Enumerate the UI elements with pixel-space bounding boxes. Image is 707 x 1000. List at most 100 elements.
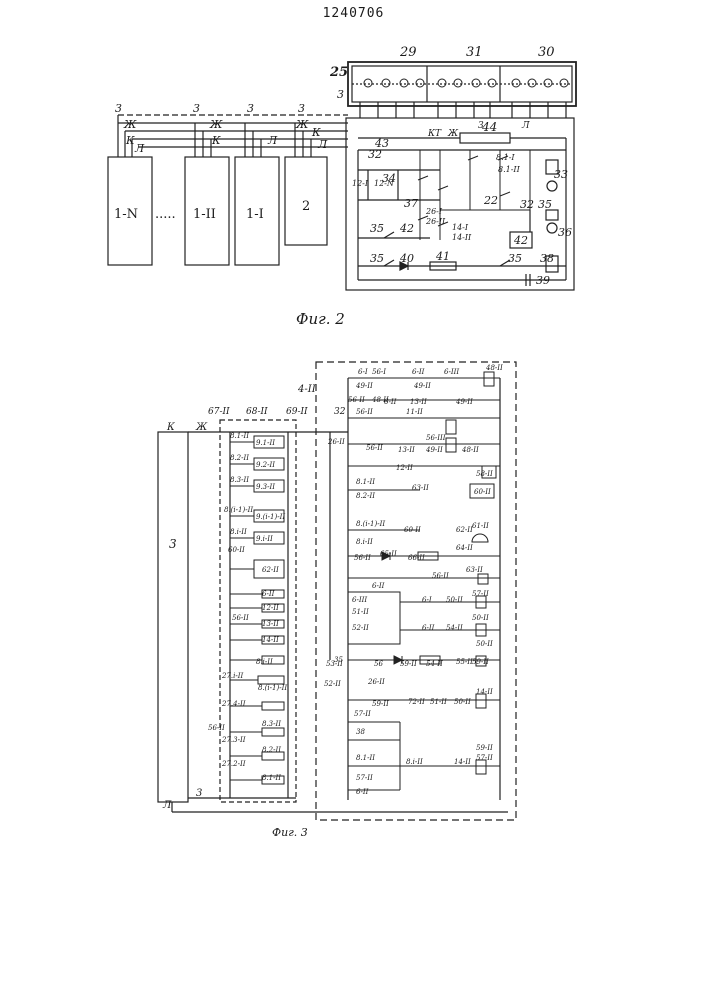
- component-label: 59-II: [372, 700, 389, 708]
- component-label: 14-II: [476, 688, 493, 696]
- label-40: 40: [399, 252, 414, 265]
- component-label: 13-II: [398, 446, 415, 454]
- relay-44: [460, 133, 510, 143]
- component-label: 50-II: [446, 596, 463, 604]
- component-label: 8.1-II: [356, 478, 375, 486]
- panel-label: 29: [399, 45, 417, 60]
- component-label: 6-III: [352, 596, 367, 604]
- component-label: 8.i-II: [230, 528, 247, 536]
- label-38: 38: [540, 252, 554, 265]
- component-label: 8.2-II: [262, 746, 281, 754]
- component-label: 58-II: [476, 470, 493, 478]
- component-label: 63-II: [466, 566, 483, 574]
- component-label: 56-II: [354, 554, 371, 562]
- wire-letter: Ж: [295, 118, 309, 131]
- label-42b: 42: [513, 234, 528, 247]
- component-label: 50-II: [476, 640, 493, 648]
- component-label: 8.1-II: [230, 432, 249, 440]
- component-label: 57-II: [472, 590, 489, 598]
- component-label: 38: [356, 728, 365, 736]
- component-label: 27.3-II: [221, 736, 246, 744]
- bus-label: 3: [247, 102, 254, 115]
- component-label: 59-II: [400, 660, 417, 668]
- component-label: 8.i-II: [256, 658, 273, 666]
- component-label: 56-II: [366, 444, 383, 452]
- label-33: 33: [554, 168, 568, 181]
- component-label: 8.2-II: [356, 492, 375, 500]
- section-4-II-frame: [316, 362, 516, 820]
- component-label: 51-II: [430, 698, 447, 706]
- terminal-label: 3: [196, 788, 202, 799]
- component-label: 49-II: [413, 382, 431, 390]
- component-label: 64-II: [456, 544, 473, 552]
- component-label: 27.i-II: [221, 672, 244, 680]
- component-label: 48-II: [371, 396, 389, 404]
- component-label: 6-II: [372, 582, 385, 590]
- top-label: 69-II: [286, 407, 308, 417]
- component-label: 35: [334, 656, 343, 664]
- component-label: 8.i-II: [406, 758, 423, 766]
- block-label: 1-II: [193, 207, 216, 222]
- label-Zh: Ж: [447, 129, 459, 139]
- label-35b: 35: [370, 252, 384, 265]
- component-label: 60-II: [404, 526, 421, 534]
- component-label: 6-I: [422, 596, 432, 604]
- label-26-I: 26-I: [425, 207, 443, 216]
- panel-label: 31: [466, 45, 483, 60]
- component-label: 55-II: [456, 658, 473, 666]
- component-label: 61-II: [472, 522, 489, 530]
- component-label: 56-II: [208, 724, 225, 732]
- bus-label: 3: [193, 102, 200, 115]
- component-label: 6-II: [384, 398, 397, 406]
- wire-letter: К: [211, 134, 221, 147]
- top-label: 32: [334, 407, 346, 417]
- left-elements: [230, 436, 284, 784]
- wire-letter: Л: [267, 134, 278, 147]
- top-label: 68-II: [246, 407, 268, 417]
- component-label: 56-II: [232, 614, 249, 622]
- component-label: 62-II: [262, 566, 279, 574]
- component-label: 49-II: [355, 382, 373, 390]
- component-label: 6-II: [412, 368, 425, 376]
- component-label: 8.3-II: [230, 476, 249, 484]
- wire-letter: Ж: [209, 118, 223, 131]
- top-label: 67-II: [208, 407, 230, 417]
- component-label: 52-II: [352, 624, 369, 632]
- component-label: 6-II: [262, 590, 275, 598]
- component-label: 56-II: [356, 408, 373, 416]
- component-label: 8.1-II: [356, 754, 375, 762]
- component-label: 26-II: [327, 438, 345, 446]
- component-label: 27.2-II: [221, 760, 246, 768]
- wire-letter: Л: [317, 138, 328, 151]
- section-label: 4-II: [297, 384, 317, 395]
- label-14-II: 14-II: [452, 233, 472, 242]
- component-label: 50-II: [472, 614, 489, 622]
- component-label: 59-II: [472, 658, 489, 666]
- component-label: 8.(i-1)-II: [258, 684, 287, 692]
- component-label: 56: [374, 660, 383, 668]
- component-label: 49-II: [455, 398, 473, 406]
- figure-3-caption: Фиг. 3: [272, 826, 308, 839]
- component-label: 8.3-II: [262, 720, 281, 728]
- component-label: 54-II: [426, 660, 443, 668]
- label-3: 3: [478, 121, 484, 131]
- component-label: 9.i-II: [256, 535, 273, 543]
- block-label: 2: [302, 199, 310, 214]
- component-label: 14-II: [454, 758, 471, 766]
- component-label: 53-II: [326, 660, 343, 668]
- block-label: 1-I: [246, 207, 264, 222]
- label-32b: 32: [520, 198, 534, 211]
- figure-2: 1-N 1-II 1-I 2 ..... 3 3 3 3 3 Ж К Л Ж К…: [0, 0, 707, 330]
- label-37: 37: [404, 197, 418, 210]
- terminal-label: Л: [162, 800, 172, 811]
- block-3-label: 3: [169, 537, 177, 551]
- bus-label: 3: [298, 102, 305, 115]
- label-KT: КТ: [427, 129, 442, 139]
- panel-label: 25: [329, 65, 348, 80]
- left-subframe: [220, 420, 296, 802]
- component-label: 14-II: [262, 636, 279, 644]
- component-label: 56-I: [372, 368, 386, 376]
- component-label: 60-II: [228, 546, 245, 554]
- component-label: 66-II: [408, 554, 425, 562]
- right-elements: [348, 372, 500, 790]
